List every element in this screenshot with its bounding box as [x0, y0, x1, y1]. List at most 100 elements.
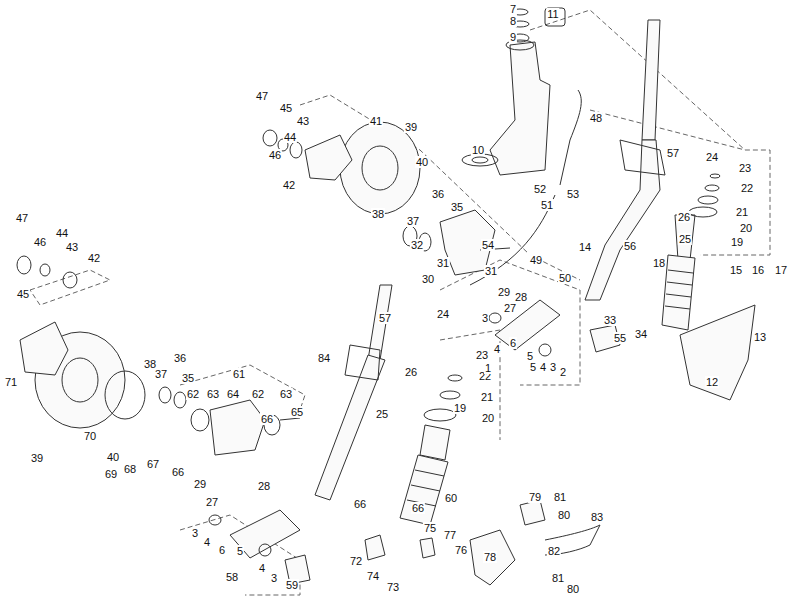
callout-number: 54 — [481, 239, 495, 251]
callout-number: 82 — [547, 545, 561, 557]
callout-number: 75 — [423, 522, 437, 534]
callout-number: 31 — [436, 257, 450, 269]
callout-number: 11 — [546, 8, 559, 20]
callout-number: 23 — [475, 349, 489, 361]
callout-number: 27 — [503, 302, 517, 314]
callout-number: 47 — [255, 90, 269, 102]
callout-number: 66 — [411, 502, 425, 514]
callout-number: 38 — [371, 208, 385, 220]
callout-number: 9 — [509, 31, 517, 43]
callout-number: 71 — [4, 376, 18, 388]
callout-number: 56 — [623, 240, 637, 252]
callout-number: 3 — [270, 572, 278, 584]
callout-number: 3 — [481, 312, 489, 324]
callout-number: 62 — [186, 388, 200, 400]
callout-number: 28 — [514, 291, 528, 303]
callout-number: 74 — [366, 570, 380, 582]
callout-number: 13 — [753, 331, 767, 343]
callout-number: 52 — [533, 183, 547, 195]
callout-number: 48 — [589, 112, 603, 124]
callout-number: 66 — [171, 466, 185, 478]
callout-number: 20 — [739, 222, 753, 234]
callout-number: 72 — [349, 555, 363, 567]
callout-number: 23 — [738, 162, 752, 174]
callout-number: 63 — [206, 388, 220, 400]
callout-number: 66 — [353, 498, 367, 510]
callout-number: 37 — [154, 368, 168, 380]
callout-number: 6 — [509, 337, 517, 349]
callout-number: 27 — [205, 496, 219, 508]
callout-number: 21 — [735, 206, 749, 218]
callout-number: 68 — [123, 463, 137, 475]
callout-number: 42 — [282, 179, 296, 191]
callout-number: 5 — [529, 361, 537, 373]
callout-number: 53 — [566, 188, 580, 200]
callout-number: 4 — [258, 562, 266, 574]
callout-number: 10 — [471, 144, 485, 156]
callout-number: 49 — [529, 254, 543, 266]
callout-number: 80 — [557, 509, 571, 521]
callout-number: 77 — [443, 529, 457, 541]
callout-number: 16 — [751, 264, 765, 276]
callout-number: 79 — [528, 491, 542, 503]
callout-number: 59 — [285, 579, 299, 591]
callout-number: 76 — [454, 544, 468, 556]
callout-number: 14 — [578, 241, 592, 253]
callout-number: 42 — [87, 252, 101, 264]
callout-number: 44 — [283, 131, 297, 143]
callout-number: 19 — [730, 236, 744, 248]
callout-number: 24 — [436, 308, 450, 320]
callout-number: 4 — [493, 343, 501, 355]
callout-number: 81 — [553, 491, 567, 503]
callout-number: 55 — [613, 332, 627, 344]
callout-number: 43 — [296, 115, 310, 127]
callout-number: 15 — [729, 264, 743, 276]
callout-number: 32 — [410, 239, 424, 251]
callout-number: 61 — [232, 368, 246, 380]
callout-number: 39 — [404, 121, 418, 133]
callout-number: 37 — [406, 215, 420, 227]
callout-number: 28 — [257, 480, 271, 492]
callout-number: 62 — [251, 388, 265, 400]
callout-number: 5 — [236, 545, 244, 557]
callout-number: 4 — [203, 536, 211, 548]
callout-number: 57 — [666, 147, 680, 159]
callout-number: 63 — [279, 388, 293, 400]
callout-number: 40 — [106, 451, 120, 463]
callout-number: 43 — [65, 241, 79, 253]
callout-number: 44 — [55, 227, 69, 239]
callout-number: 36 — [431, 188, 445, 200]
callout-number: 45 — [279, 102, 293, 114]
callout-number: 40 — [415, 156, 429, 168]
callout-number: 8 — [509, 15, 517, 27]
callout-number: 7 — [509, 3, 517, 15]
callout-number: 26 — [404, 366, 418, 378]
callout-number: 18 — [652, 257, 666, 269]
callout-number: 80 — [566, 583, 580, 595]
callout-number: 12 — [705, 376, 719, 388]
callout-number: 83 — [590, 511, 604, 523]
callout-number: 4 — [539, 361, 547, 373]
callout-number: 41 — [369, 115, 383, 127]
callout-number: 60 — [444, 492, 458, 504]
callout-number: 3 — [549, 361, 557, 373]
callout-number: 69 — [104, 468, 118, 480]
callout-number: 45 — [16, 288, 30, 300]
callout-number: 64 — [226, 388, 240, 400]
callout-number: 6 — [218, 544, 226, 556]
callout-number: 66 — [260, 413, 274, 425]
callout-number: 50 — [558, 272, 572, 284]
callout-number: 58 — [225, 571, 239, 583]
callout-number: 78 — [483, 551, 497, 563]
callout-number: 31 — [484, 265, 498, 277]
callout-number: 46 — [268, 149, 282, 161]
callout-number: 29 — [193, 478, 207, 490]
callout-number: 24 — [705, 151, 719, 163]
callout-number: 35 — [450, 201, 464, 213]
callout-number: 22 — [740, 182, 754, 194]
callout-number: 73 — [386, 581, 400, 593]
callout-number: 65 — [290, 406, 304, 418]
callout-number: 29 — [497, 286, 511, 298]
callout-number: 33 — [603, 314, 617, 326]
